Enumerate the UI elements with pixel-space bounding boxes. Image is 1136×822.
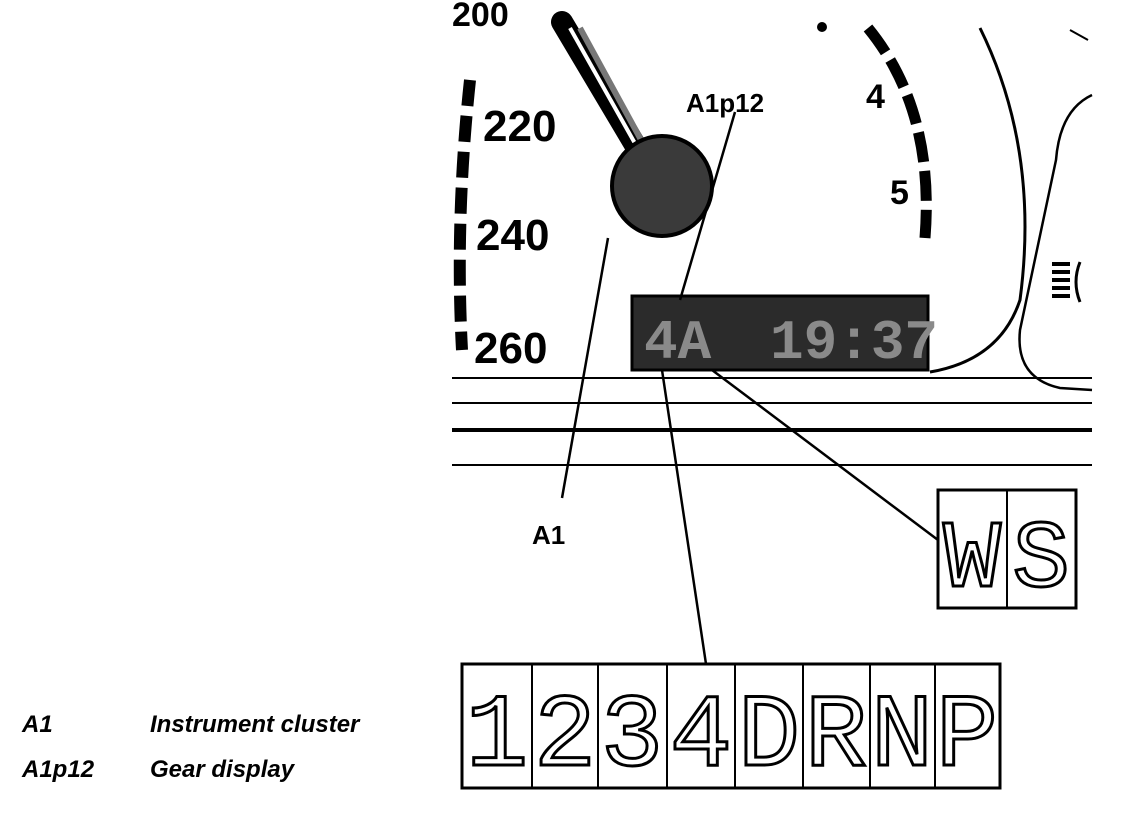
callout-a1p12: A1p12 <box>686 88 764 118</box>
gear-char-2: 2 <box>534 679 596 797</box>
gear-char-4: 4 <box>670 679 732 797</box>
speed-tick-200-partial: 200 <box>452 0 509 34</box>
indicator-icon <box>1052 261 1082 303</box>
gear-char-p: P <box>936 679 998 797</box>
leader-ws <box>711 369 939 541</box>
tachometer-scale: 4 5 <box>817 22 932 239</box>
speedometer-needle <box>551 11 714 238</box>
ws-segment-box: W S <box>936 488 1078 617</box>
ws-char-s: S <box>1012 506 1070 615</box>
leader-a1p12 <box>678 111 737 301</box>
gear-char-d: D <box>738 679 800 797</box>
speedometer-scale: 200 220 240 260 <box>452 0 556 373</box>
callout-a1: A1 <box>532 520 565 550</box>
gear-char-3: 3 <box>601 679 663 797</box>
cluster-housing <box>452 27 1093 466</box>
leader-lines <box>560 111 939 665</box>
lcd-display: 4A 19:37 <box>630 294 938 375</box>
gear-segment-box: 1 2 3 4 D R N P <box>460 662 1002 799</box>
gear-char-n: N <box>871 679 933 797</box>
leader-gear-box <box>660 369 708 665</box>
leader-a1 <box>560 237 610 499</box>
gear-char-1: 1 <box>466 679 528 797</box>
needle-hub <box>610 134 714 238</box>
lcd-gear-readout: 4A <box>644 311 712 375</box>
rpm-label-4: 4 <box>866 78 885 116</box>
lcd-clock-readout: 19:37 <box>770 311 938 375</box>
rpm-label-5: 5 <box>890 174 909 212</box>
gear-char-r: R <box>805 679 867 797</box>
speed-label-220: 220 <box>483 102 556 151</box>
ws-char-w: W <box>943 506 1001 615</box>
speed-label-240: 240 <box>476 211 549 260</box>
speed-label-260: 260 <box>474 324 547 373</box>
